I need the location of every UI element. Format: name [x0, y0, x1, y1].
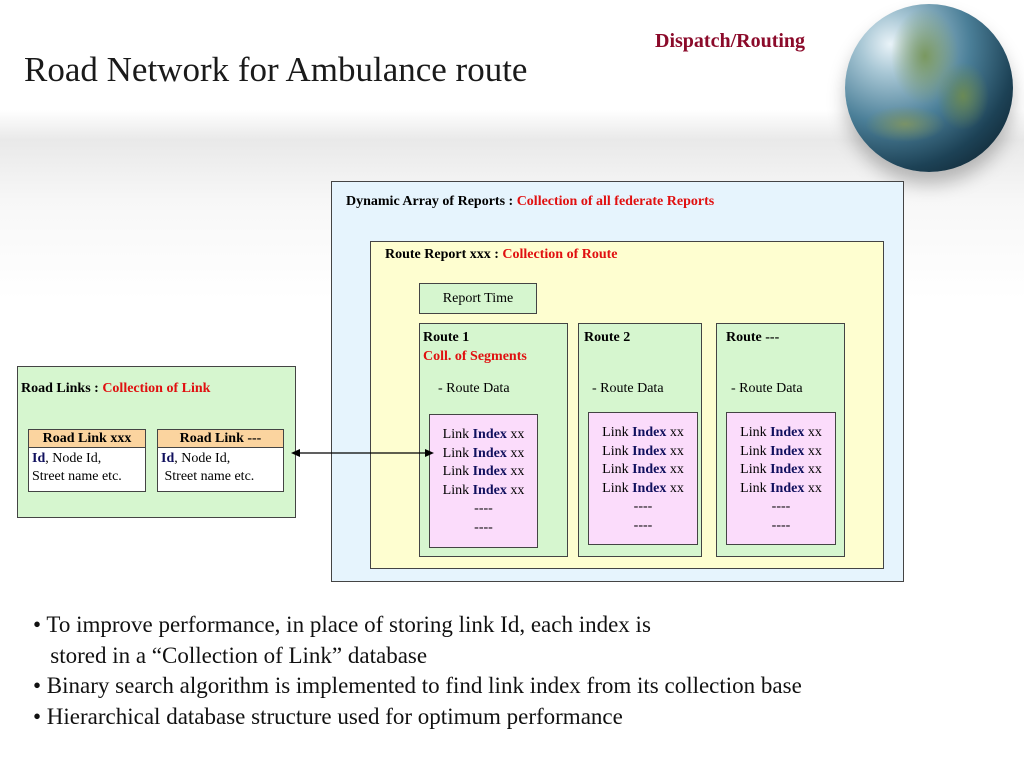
section-label: Dispatch/Routing: [655, 30, 806, 52]
report-time-box: Report Time: [419, 283, 537, 314]
route-name-2: Route 2: [584, 330, 631, 345]
link-index-row: Link Index xx: [442, 445, 525, 461]
link-index-row: Link Index xx: [602, 462, 684, 477]
road-link-header: Road Link xxx: [29, 430, 145, 448]
ellipsis: ----: [474, 501, 493, 516]
bullet-list: • To improve performance, in place of st…: [33, 610, 802, 732]
link-index-list: Link Index xx Link Index xx Link Index x…: [430, 426, 537, 537]
road-link-fields: Id, Node Id, Street name etc.: [32, 451, 122, 484]
route-name-3: Route ---: [726, 330, 780, 345]
link-index-list: Link Index xx Link Index xx Link Index x…: [589, 424, 697, 535]
road-links-label: Road Links : Collection of Link: [21, 381, 210, 397]
road-link-fields: Id, Node Id, Street name etc.: [161, 451, 255, 484]
route-report-label: Route Report xxx : Collection of Route: [385, 247, 618, 263]
globe-icon: [845, 4, 1013, 172]
route-sub-1: Coll. of Segments: [423, 349, 527, 364]
link-index-box-1: Link Index xx Link Index xx Link Index x…: [429, 414, 538, 548]
road-links-desc: Collection of Link: [102, 381, 211, 396]
link-index-box-3: Link Index xx Link Index xx Link Index x…: [726, 412, 836, 545]
route-data-3: - Route Data: [731, 381, 803, 396]
ellipsis: ----: [771, 499, 791, 514]
link-index-row: Link Index xx: [602, 425, 684, 440]
ellipsis: ----: [771, 517, 791, 533]
link-index-row: Link Index xx: [740, 443, 822, 459]
bullet-item: • Binary search algorithm is implemented…: [33, 673, 802, 698]
dynamic-array-desc: Collection of all federate Reports: [516, 194, 715, 209]
road-links-title: Road Links :: [21, 381, 103, 396]
link-index-list: Link Index xx Link Index xx Link Index x…: [727, 424, 835, 535]
road-link-card-2: Road Link --- Id, Node Id, Street name e…: [157, 429, 284, 492]
route-report-title: Route Report xxx :: [385, 247, 503, 262]
route-report-desc: Collection of Route: [502, 247, 618, 262]
link-index-row: Link Index xx: [740, 462, 822, 477]
link-index-row: Link Index xx: [442, 427, 525, 442]
road-link-header: Road Link ---: [158, 430, 283, 448]
dynamic-array-label: Dynamic Array of Reports : Collection of…: [346, 194, 714, 210]
ellipsis: ----: [633, 517, 653, 533]
bullet-item: stored in a “Collection of Link” databas…: [33, 642, 428, 668]
route-data-2: - Route Data: [592, 381, 664, 396]
bullet-item: • Hierarchical database structure used f…: [33, 703, 623, 729]
ellipsis: ----: [633, 499, 653, 514]
link-index-row: Link Index xx: [602, 443, 684, 459]
bullet-item: • To improve performance, in place of st…: [33, 612, 651, 637]
route-data-1: - Route Data: [438, 381, 510, 396]
ellipsis: ----: [474, 519, 493, 535]
link-index-row: Link Index xx: [442, 464, 525, 479]
link-index-row: Link Index xx: [602, 480, 684, 496]
road-link-card-1: Road Link xxx Id, Node Id, Street name e…: [28, 429, 146, 492]
page-title: Road Network for Ambulance route: [24, 50, 528, 89]
route-name-1: Route 1: [423, 330, 470, 345]
link-connector-arrow: [291, 449, 434, 457]
link-index-row: Link Index xx: [740, 480, 822, 496]
link-index-row: Link Index xx: [740, 425, 822, 440]
dynamic-array-title: Dynamic Array of Reports :: [346, 194, 517, 209]
link-index-box-2: Link Index xx Link Index xx Link Index x…: [588, 412, 698, 545]
link-index-row: Link Index xx: [442, 482, 525, 498]
